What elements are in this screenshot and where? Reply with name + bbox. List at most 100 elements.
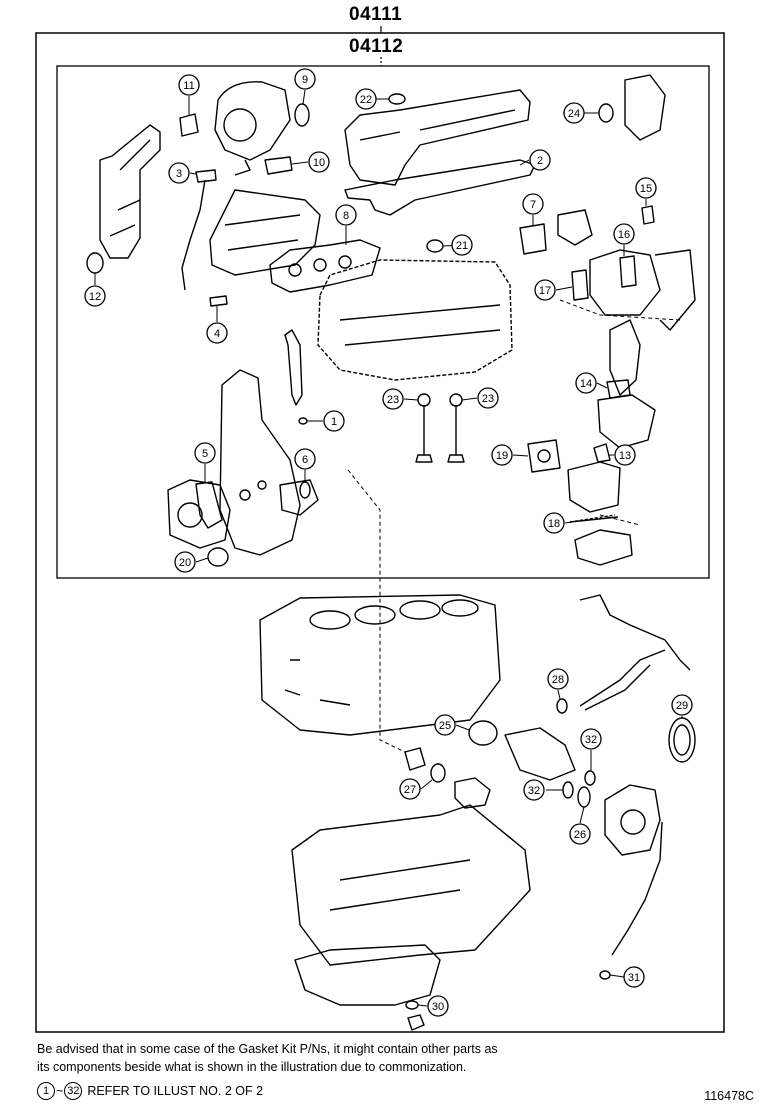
dipstick-drawing <box>611 821 663 956</box>
inner-kit-frame <box>56 65 710 579</box>
callout-label: 20 <box>179 557 191 569</box>
injector-drawing <box>284 329 303 406</box>
callout-2-circle <box>529 149 551 171</box>
gasket-10 <box>264 156 293 175</box>
callout-label: 31 <box>628 972 640 984</box>
callout-10-circle <box>308 151 330 173</box>
callout-23a-circle <box>382 388 404 410</box>
callout-label: 23 <box>387 394 399 406</box>
callout-21-circle <box>451 234 473 256</box>
gasket-18 <box>569 516 619 523</box>
gasket-17 <box>571 269 589 301</box>
gasket-15 <box>641 205 655 225</box>
o-ring-24 <box>598 103 614 123</box>
callout-label: 18 <box>548 518 560 530</box>
o-ring-9 <box>294 103 310 127</box>
gasket-4 <box>209 295 228 307</box>
intake-pipe-drawing <box>574 529 633 566</box>
callout-24-circle <box>563 102 585 124</box>
callout-label: 21 <box>456 240 468 252</box>
callout-13-circle <box>614 444 636 466</box>
callout-5-circle <box>194 442 216 464</box>
gasket-30 <box>405 1000 419 1010</box>
washer-31 <box>599 970 611 980</box>
callout-label: 23 <box>482 393 494 405</box>
callout-11-circle <box>178 74 200 96</box>
callout-19-circle <box>491 444 513 466</box>
egr-pipe-drawing <box>589 249 661 316</box>
callout-12-circle <box>84 285 106 307</box>
refer-end-number: 32 <box>64 1082 83 1100</box>
crankcase-drawing <box>291 804 531 966</box>
callout-circles <box>84 68 693 1017</box>
callout-8-circle <box>335 204 357 226</box>
exhaust-manifold-drawing <box>209 189 321 276</box>
o-ring-22 <box>388 93 406 105</box>
callout-29-circle <box>671 694 693 716</box>
gasket-11 <box>179 113 199 137</box>
callout-label: 13 <box>619 450 631 462</box>
callout-label: 22 <box>360 94 372 106</box>
callout-label: 10 <box>313 157 325 169</box>
callout-31-circle <box>623 966 645 988</box>
callout-label: 25 <box>439 720 451 732</box>
callout-32b-circle <box>523 779 545 801</box>
outer-kit-frame <box>35 32 725 1033</box>
callout-label: 9 <box>302 74 308 86</box>
callout-label: 12 <box>89 291 101 303</box>
callout-label: 2 <box>537 155 543 167</box>
exhaust-pipe-drawing <box>99 124 161 259</box>
valve-seal-23a <box>417 393 431 407</box>
kit-outer-code: 04111 <box>349 4 403 25</box>
water-inlet-drawing <box>454 777 491 809</box>
gasket-5 <box>195 481 223 529</box>
leader-lines <box>347 299 681 753</box>
cap-21 <box>426 239 444 253</box>
exhaust-valve-drawing <box>447 405 465 463</box>
oil-filter-housing-drawing <box>604 784 661 856</box>
callout-7-circle <box>522 193 544 215</box>
callout-1-circle <box>323 410 345 432</box>
callout-18-circle <box>543 512 565 534</box>
gasket-14 <box>606 379 631 399</box>
throttle-body-drawing <box>567 461 621 513</box>
callout-6-circle <box>294 448 316 470</box>
drain-plug-drawing <box>407 1014 425 1031</box>
gasket-13 <box>593 443 611 463</box>
timing-cover-drawing <box>219 369 301 556</box>
callout-label: 8 <box>343 210 349 222</box>
illustration-id: 116478C <box>704 1089 754 1103</box>
plug-drawing <box>404 747 426 771</box>
callout-label: 4 <box>214 328 220 340</box>
callout-label: 15 <box>640 183 652 195</box>
oil-pan-drawing <box>294 944 441 1006</box>
head-cover-drawing <box>344 89 531 186</box>
callout-27-circle <box>399 778 421 800</box>
gasket-7 <box>519 223 547 255</box>
intake-gasket-drawing <box>269 239 381 293</box>
cylinder-block-drawing <box>259 594 501 736</box>
callout-label: 3 <box>176 168 182 180</box>
callout-label: 14 <box>580 378 592 390</box>
valve-seal-23b <box>449 393 463 407</box>
callout-label: 5 <box>202 448 208 460</box>
callout-label: 17 <box>539 285 551 297</box>
gasket-19 <box>527 439 561 473</box>
oil-pipe-drawing <box>181 179 206 291</box>
callout-label: 29 <box>676 700 688 712</box>
callout-16-circle <box>613 223 635 245</box>
callout-22-circle <box>355 88 377 110</box>
callout-label: 6 <box>302 454 308 466</box>
o-ring-28 <box>556 698 568 714</box>
water-outlet-drawing <box>504 727 576 781</box>
callout-label: 32 <box>528 785 540 797</box>
callout-label: 16 <box>618 229 630 241</box>
callout-14-circle <box>575 372 597 394</box>
callout-label: 24 <box>568 108 580 120</box>
o-ring-27 <box>430 763 446 783</box>
callout-17-circle <box>534 279 556 301</box>
callout-label: 19 <box>496 450 508 462</box>
o-ring-32b <box>584 770 596 786</box>
gasket-25 <box>468 720 498 746</box>
